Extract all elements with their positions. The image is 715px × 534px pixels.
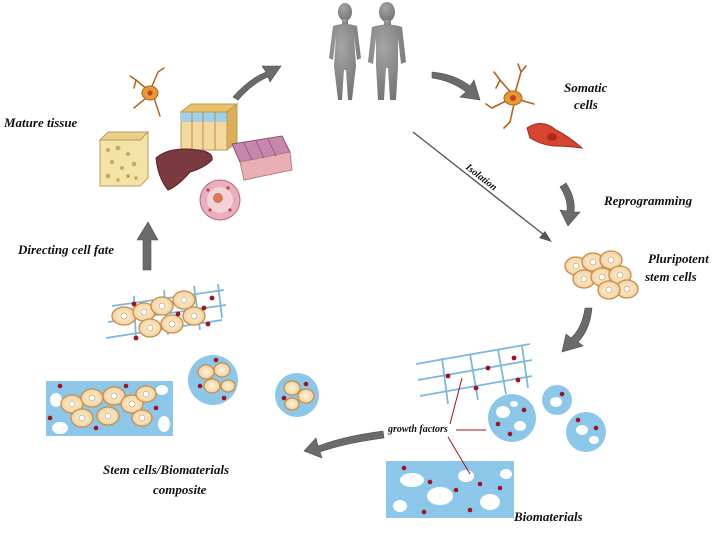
label-somatic-cells-line2: cells: [574, 97, 598, 112]
mature-tissue-icons: [98, 67, 293, 221]
biomaterial-spheres-icon: [488, 385, 606, 452]
label-composite-line2: composite: [153, 482, 207, 497]
human-silhouettes: [329, 2, 406, 100]
arrow-directing-fate: [136, 221, 159, 271]
label-mature-tissue: Mature tissue: [4, 115, 78, 130]
composite-grid-icon: [105, 283, 227, 341]
arrow-to-composite: [303, 430, 385, 459]
composite-slab-icon: [46, 381, 173, 436]
pluripotent-stem-cells-icon: [564, 250, 639, 300]
label-biomaterials: Biomaterials: [514, 509, 583, 524]
liver-icon: [155, 148, 213, 191]
label-composite-line1: Stem cells/Biomaterials: [103, 462, 230, 477]
label-growth-factors: growth factors: [388, 424, 448, 435]
biomaterial-slab-icon: [386, 461, 514, 518]
biomaterial-grid-icon: [415, 343, 533, 405]
muscle-tissue-icon: [231, 135, 293, 181]
growth-factor-leaders: [447, 377, 486, 475]
arrow-reprogramming: [559, 182, 581, 227]
label-directing-cell-fate: Directing cell fate: [18, 242, 115, 257]
arrow-to-humans: [232, 65, 282, 101]
skin-tissue-icon: [179, 102, 239, 152]
female-silhouette-icon: [329, 3, 361, 100]
label-somatic-cells-line1: Somatic: [564, 80, 608, 95]
cycle-arrows: [136, 65, 593, 459]
label-pluripotent-line2: stem cells: [645, 269, 697, 284]
composite-spheres-icon: [188, 355, 319, 417]
male-silhouette-icon: [368, 2, 406, 100]
isolation-arrow: [412, 131, 552, 242]
label-reprogramming: Reprogramming: [604, 193, 693, 208]
cell-sphere-icon: [199, 179, 241, 221]
somatic-cells-icon: [485, 63, 584, 149]
label-pluripotent-line1: Pluripotent: [648, 251, 709, 266]
arrow-to-biomaterials: [561, 307, 593, 353]
neuron-icon: [129, 67, 165, 117]
bone-tissue-icon: [98, 130, 150, 187]
arrow-to-somatic: [431, 71, 481, 101]
